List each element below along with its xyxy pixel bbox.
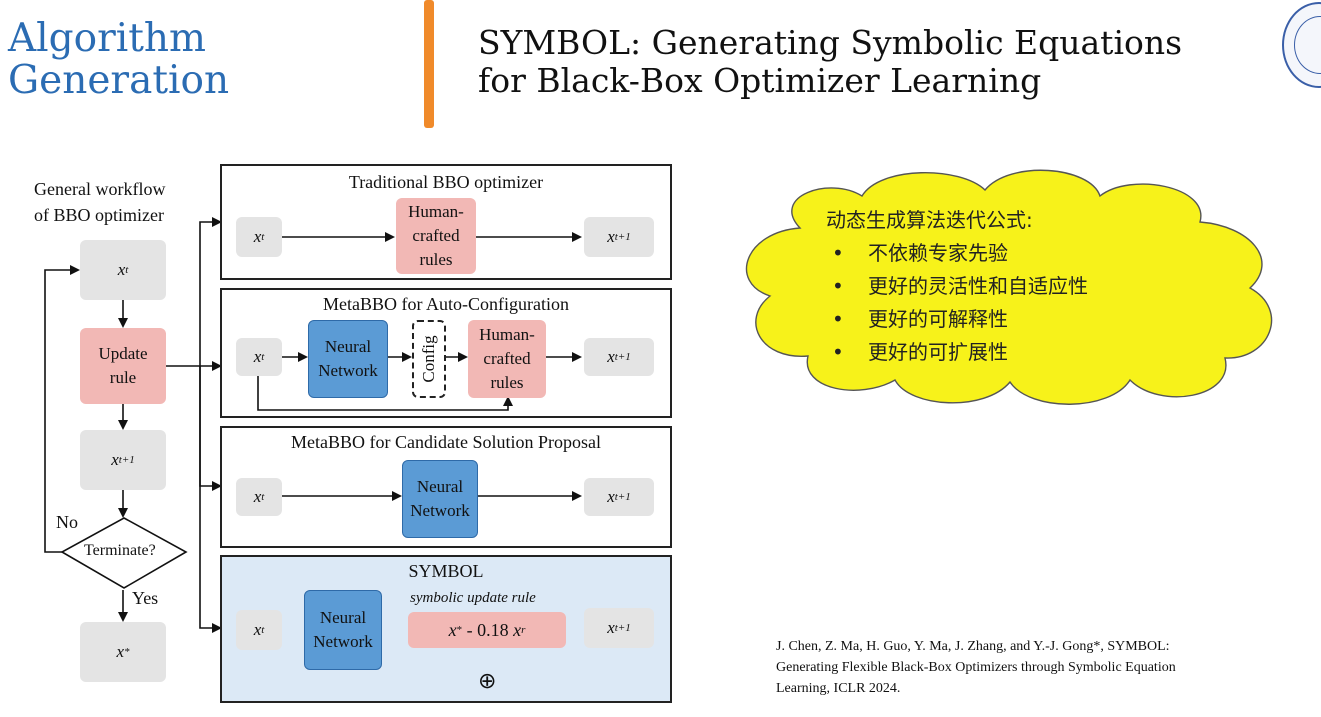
section-title-line1: Algorithm [8,16,206,61]
p1-human-rules: Human- crafted rules [396,198,476,274]
p4-rule-caption: symbolic update rule [410,590,536,606]
p2-xn-sup: t+1 [614,351,631,363]
slide-title-line1: SYMBOL: Generating Symbolic Equations [478,23,1183,62]
xt1-label: x [111,450,119,469]
p3-nn-line1: Neural [416,477,464,496]
no-label: No [56,512,78,532]
section-title: Algorithm Generation [8,18,229,102]
p2-xn-label: x [607,347,615,366]
citation-line1: J. Chen, Z. Ma, H. Guo, Y. Ma, J. Zhang,… [776,639,1170,654]
cloud-content: 动态生成算法迭代公式: 不依赖专家先验 更好的灵活性和自适应性 更好的可解释性 … [826,204,1088,369]
yes-label: Yes [132,588,159,608]
p3-x-label: x [253,487,262,506]
xstar-sup: * [124,646,130,658]
p4-eq-sub: r [521,624,526,636]
p1-x-sup: t [261,231,265,243]
panel-autoconfig-title: MetaBBO for Auto-Configuration [323,294,569,314]
p2-rule-line1: Human- [479,325,535,344]
panel-symbol-title: SYMBOL [408,561,484,581]
p3-nn-line2: Network [410,501,470,520]
p4-x-sup: t [261,624,265,636]
p2-x-sup: t [261,351,265,363]
citation-line3: Learning, ICLR 2024. [776,681,901,696]
section-title-line2: Generation [8,58,230,103]
slide-title: SYMBOL: Generating Symbolic Equations fo… [478,24,1182,100]
p2-neural-network: Neural Network [308,320,388,398]
p4-nn-line2: Network [313,632,373,651]
update-rule-line1: Update [98,344,148,363]
workflow-optimal-solution: x* [80,622,166,682]
p2-config-label: Config [419,335,438,383]
p1-xn-label: x [607,227,615,246]
xt-label: x [117,260,126,279]
p4-neural-network: Neural Network [304,590,382,670]
update-rule-line2: rule [109,368,137,387]
citation-line2: Generating Flexible Black-Box Optimizers… [776,660,1176,675]
p1-rule-line1: Human- [408,202,464,221]
p3-x-sup: t [261,491,265,503]
p4-eq-left: x [448,620,457,640]
workflow-title: General workflow of BBO optimizer [34,176,165,228]
p4-xn-label: x [607,618,615,637]
panel-candidate: MetaBBO for Candidate Solution Proposal [220,426,672,548]
p2-human-rules: Human- crafted rules [468,320,546,398]
p4-eq-sup: * [456,624,463,636]
terminate-label: Terminate? [84,542,156,559]
xstar-label: x [116,642,125,661]
cloud-item: 更好的灵活性和自适应性 [826,270,1088,303]
xt-sup: t [125,264,129,276]
p4-plus-operator: ⊕ [478,668,497,694]
p2-nn-line1: Neural [324,337,372,356]
p1-rule-line2: crafted [412,226,460,245]
p4-eq-var: x [513,620,522,640]
terminate-diamond [60,517,188,589]
p2-rule-line3: rules [490,373,524,392]
p2-rule-line2: crafted [483,349,531,368]
workflow-update-rule: Update rule [80,328,166,404]
p4-eq-mid: - 0.18 [462,620,514,640]
cloud-list: 不依赖专家先验 更好的灵活性和自适应性 更好的可解释性 更好的可扩展性 [826,237,1088,369]
p3-xn-label: x [607,487,615,506]
xt1-sup: t+1 [118,454,135,466]
panel-autoconfig: MetaBBO for Auto-Configuration [220,288,672,418]
p1-x-label: x [253,227,262,246]
p2-x-label: x [253,347,262,366]
cloud-item: 更好的可扩展性 [826,336,1088,369]
p2-nn-line2: Network [318,361,378,380]
cloud-item: 更好的可解释性 [826,303,1088,336]
p1-xn-sup: t+1 [614,231,631,243]
workflow-title-line1: General workflow [34,179,166,199]
p4-nn-line1: Neural [319,608,367,627]
p2-config-box: Config [412,320,446,398]
p3-xn-sup: t+1 [614,491,631,503]
citation: J. Chen, Z. Ma, H. Guo, Y. Ma, J. Zhang,… [776,636,1306,699]
p3-neural-network: Neural Network [402,460,478,538]
workflow-title-line2: of BBO optimizer [34,205,164,225]
panel-traditional-title: Traditional BBO optimizer [348,172,544,192]
panel-traditional: Traditional BBO optimizer [220,164,672,280]
title-divider [424,0,434,128]
p1-rule-line3: rules [419,250,453,269]
slide-title-line2: for Black-Box Optimizer Learning [478,61,1042,100]
cloud-heading: 动态生成算法迭代公式: [826,208,1033,232]
panel-candidate-title: MetaBBO for Candidate Solution Proposal [291,432,601,452]
cloud-item: 不依赖专家先验 [826,237,1088,270]
p4-xn-sup: t+1 [614,622,631,634]
p4-x-label: x [253,620,262,639]
